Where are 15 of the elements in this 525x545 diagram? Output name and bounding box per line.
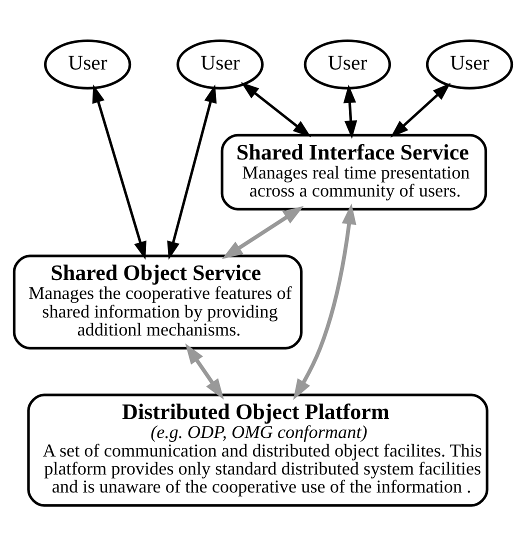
- arrow: [184, 342, 224, 400]
- node-box: Shared Interface Service Manages real time presentation across a community of users.: [220, 133, 487, 210]
- node-ellipse: User: [303, 38, 390, 90]
- arrow: [221, 206, 304, 259]
- arrow: [92, 84, 146, 260]
- node-ellipse: User: [176, 38, 264, 90]
- node-box: Shared Object Service Manages the cooperative features of shared information by providing additionl mechanisms.: [12, 254, 302, 349]
- arrow: [166, 84, 216, 260]
- arrow: [342, 84, 357, 138]
- node-box: Distributed Object Platform (e.g. ODP, OMG conformant) A set of communication and distributed object facilites. This platform provides only standard distributed system facilities and is unaware of the cooperative use of the information .: [26, 393, 488, 506]
- node-ellipse: User: [425, 38, 513, 90]
- arrow: [292, 202, 356, 400]
- arrow: [240, 82, 311, 137]
- arrow: [390, 82, 450, 138]
- node-ellipse: User: [44, 38, 131, 90]
